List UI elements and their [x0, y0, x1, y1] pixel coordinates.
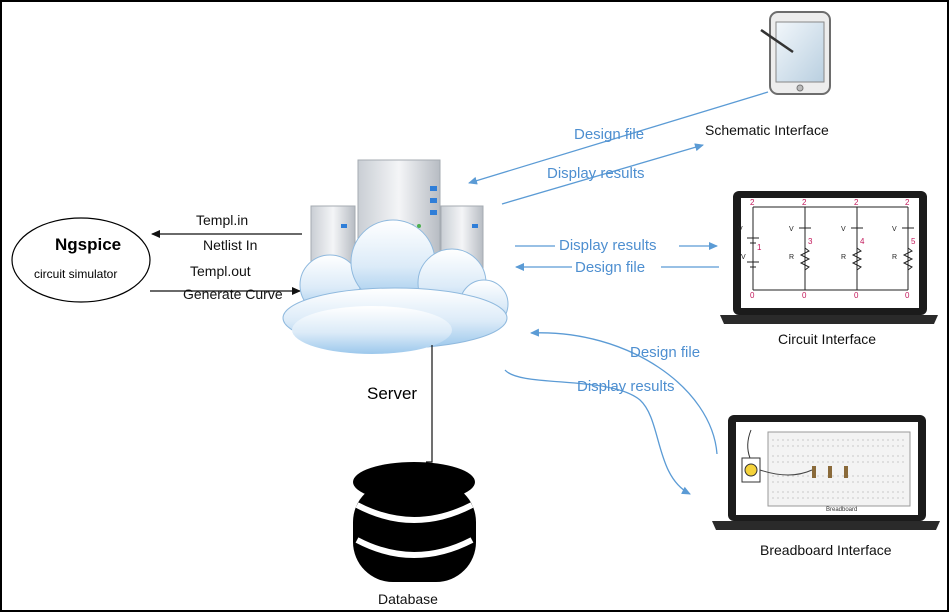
- node-label: 2: [854, 198, 859, 207]
- templ-out-label: Templ.out: [190, 263, 251, 279]
- db-connector: [426, 345, 433, 463]
- node-label: 5: [911, 237, 916, 246]
- breadboard-design-file-arrow: [530, 328, 718, 455]
- circuit-design-file-label: Design file: [575, 259, 646, 276]
- server-label: Server: [367, 384, 418, 403]
- node-label: 2: [750, 198, 755, 207]
- netlist-in-label: Netlist In: [203, 237, 258, 253]
- node-label: 4: [860, 237, 865, 246]
- database-icon: [353, 462, 476, 582]
- breadboard-design-file-label: Design file: [630, 344, 701, 361]
- node-label: 0: [854, 291, 859, 300]
- tablet-icon: [760, 11, 831, 95]
- component-label: V: [892, 226, 897, 233]
- component-label: R: [892, 254, 898, 261]
- schematic-interface-label: Schematic Interface: [705, 122, 829, 138]
- breadboard-display-results-arrow: [504, 369, 691, 495]
- component-label: V: [841, 226, 846, 233]
- database-label: Database: [378, 591, 438, 607]
- component-label: V: [789, 226, 794, 233]
- breadboard-interface-label: Breadboard Interface: [760, 542, 892, 558]
- cloud-icon: [282, 219, 509, 354]
- schematic-design-file-label: Design file: [574, 126, 645, 143]
- node-label: 2: [802, 198, 807, 207]
- component-label: R: [841, 254, 847, 261]
- component-label: V: [738, 226, 743, 233]
- schematic-display-results-label: Display results: [547, 165, 645, 182]
- component-label: R: [789, 254, 795, 261]
- breadboard-screen-text: Breadboard: [826, 507, 858, 513]
- ngspice-node: [11, 217, 151, 303]
- node-label: 0: [750, 291, 755, 300]
- circuit-display-results-label: Display results: [559, 237, 657, 254]
- node-label: 0: [905, 291, 910, 300]
- generate-curve-label: Generate Curve: [183, 286, 283, 302]
- node-label: 1: [757, 243, 762, 252]
- laptop-breadboard-icon: [712, 415, 940, 530]
- templ-in-label: Templ.in: [196, 212, 249, 228]
- component-label: V: [741, 254, 746, 261]
- ngspice-subtitle: circuit simulator: [34, 267, 118, 281]
- ngspice-title: Ngspice: [55, 235, 122, 254]
- schematic-display-results-arrow: [501, 143, 704, 205]
- schematic-design-file-arrow: [468, 91, 769, 185]
- node-label: 3: [808, 237, 813, 246]
- circuit-interface-label: Circuit Interface: [778, 331, 877, 347]
- node-label: 2: [905, 198, 910, 207]
- laptop-circuit-icon: [720, 191, 938, 324]
- breadboard-display-results-label: Display results: [577, 378, 675, 395]
- node-label: 0: [802, 291, 807, 300]
